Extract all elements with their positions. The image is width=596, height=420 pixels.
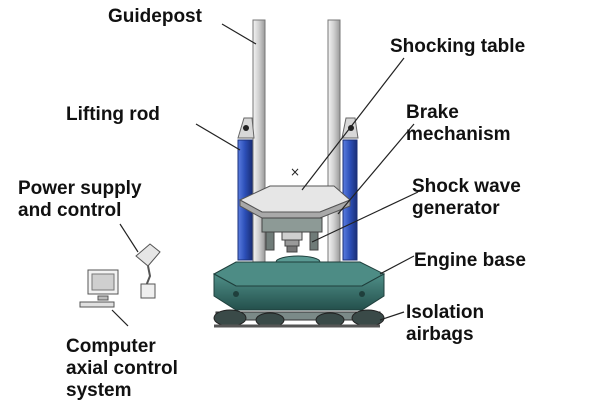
label-shocking-table-text: Shocking table bbox=[390, 36, 526, 57]
label-brake-mechanism: Brake mechanism bbox=[406, 102, 511, 146]
label-computer-control: Computer axial control system bbox=[66, 336, 178, 402]
leader-power-supply bbox=[119, 223, 139, 253]
leader-shocking-table bbox=[301, 57, 405, 191]
isolation-airbags bbox=[213, 309, 385, 328]
leader-shock-wave bbox=[311, 191, 419, 243]
label-brake-line1: Brake bbox=[406, 102, 459, 123]
label-isolation-airbags: Isolation airbags bbox=[406, 302, 484, 346]
leader-lines bbox=[111, 23, 419, 327]
label-guidepost-text: Guidepost bbox=[108, 6, 202, 27]
label-lifting-rod: Lifting rod bbox=[66, 104, 160, 126]
label-lifting-rod-text: Lifting rod bbox=[66, 104, 160, 125]
label-guidepost: Guidepost bbox=[108, 6, 202, 28]
leader-engine-base bbox=[379, 255, 415, 275]
label-computer-line3: system bbox=[66, 380, 132, 401]
engine-base bbox=[212, 255, 386, 311]
label-engine-base: Engine base bbox=[414, 250, 526, 272]
label-shocking-table: Shocking table bbox=[390, 36, 525, 58]
leader-brake bbox=[337, 123, 415, 215]
lifting-rod-left bbox=[237, 117, 255, 261]
leader-isolation bbox=[379, 311, 405, 321]
label-brake-line2: mechanism bbox=[406, 124, 511, 145]
label-power-supply-line1: Power supply bbox=[18, 178, 142, 199]
leader-guidepost bbox=[221, 23, 257, 45]
label-engine-base-text: Engine base bbox=[414, 250, 526, 271]
label-shock-wave-line1: Shock wave bbox=[412, 176, 521, 197]
leader-lifting-rod bbox=[195, 123, 241, 151]
label-computer-line2: axial control bbox=[66, 358, 178, 379]
cross-mark-icon: × bbox=[290, 165, 300, 179]
computer-icon bbox=[79, 269, 119, 308]
label-power-supply-line2: and control bbox=[18, 200, 122, 221]
label-shock-wave-generator: Shock wave generator bbox=[412, 176, 521, 220]
label-computer-line1: Computer bbox=[66, 336, 156, 357]
label-power-supply: Power supply and control bbox=[18, 178, 142, 222]
power-supply-unit bbox=[135, 243, 161, 299]
lifting-rod-right bbox=[341, 117, 359, 261]
label-isolation-line2: airbags bbox=[406, 324, 474, 345]
leader-computer bbox=[111, 309, 129, 327]
shock-wave-generator bbox=[281, 231, 303, 253]
label-shock-wave-line2: generator bbox=[412, 198, 500, 219]
label-isolation-line1: Isolation bbox=[406, 302, 485, 323]
shocking-table: × bbox=[238, 165, 351, 219]
